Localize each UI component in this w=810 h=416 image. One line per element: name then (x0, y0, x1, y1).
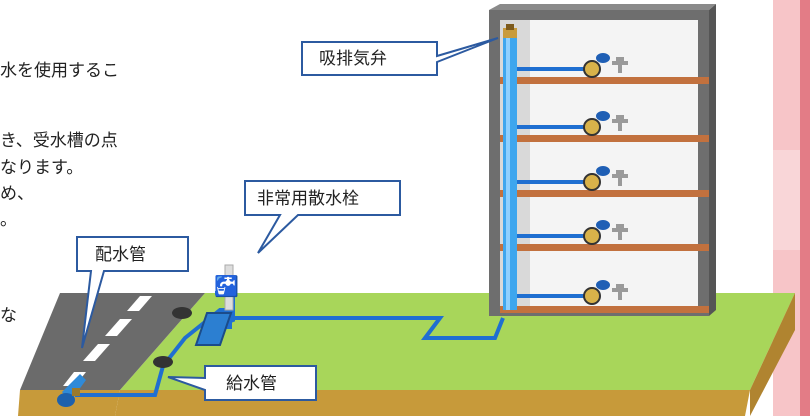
callout-emergency-hydrant-label: 非常用散水栓 (257, 189, 359, 209)
floor-branch (517, 220, 628, 245)
faucet-icon (612, 284, 628, 300)
faucet-icon (612, 57, 628, 73)
callout-distribution-pipe: 配水管 (76, 236, 189, 349)
floor-slabs (500, 77, 709, 313)
valve-handle-icon (596, 53, 610, 63)
callout-distribution-pipe-label: 配水管 (95, 245, 146, 265)
water-meter-icon (583, 118, 601, 136)
water-meter-icon (583, 173, 601, 191)
valve-handle-icon (596, 111, 610, 121)
valve-boxes (153, 307, 233, 368)
floor-branches (517, 53, 628, 305)
callout-air-valve-label: 吸排気弁 (319, 49, 387, 69)
callout-supply-pipe: 給水管 (167, 365, 317, 401)
floor-branch (517, 280, 628, 305)
faucet-icon (612, 224, 628, 240)
valve-handle-icon (596, 220, 610, 230)
faucet-icon (612, 170, 628, 186)
body-text-line-3: なります。 (0, 158, 84, 178)
body-text-line-6: な (0, 306, 17, 326)
faucet-icon (612, 115, 628, 131)
water-meter-icon (583, 227, 601, 245)
floor-branch (517, 53, 628, 78)
floor-branch (517, 111, 628, 136)
callout-supply-pipe-label: 給水管 (226, 374, 277, 394)
distribution-pipe (57, 374, 86, 407)
callout-air-valve: 吸排気弁 (301, 37, 499, 76)
building-frame (489, 4, 716, 316)
svg-text:🚰: 🚰 (214, 274, 239, 298)
water-meter-icon (583, 60, 601, 78)
floor-branch (517, 166, 628, 191)
side-panel (773, 0, 810, 416)
valve-handle-icon (596, 166, 610, 176)
hydrant-post: 🚰 (214, 264, 239, 311)
callout-emergency-hydrant: 非常用散水栓 (244, 180, 401, 254)
riser-pipe (503, 24, 517, 310)
water-meter-icon (583, 287, 601, 305)
body-text-line-1: 水を使用するこ (0, 61, 119, 81)
body-text-line-4: め、 (0, 184, 34, 204)
body-text-line-2: き、受水槽の点 (0, 131, 118, 151)
valve-handle-icon (596, 280, 610, 290)
body-text-line-5: 。 (0, 210, 17, 230)
